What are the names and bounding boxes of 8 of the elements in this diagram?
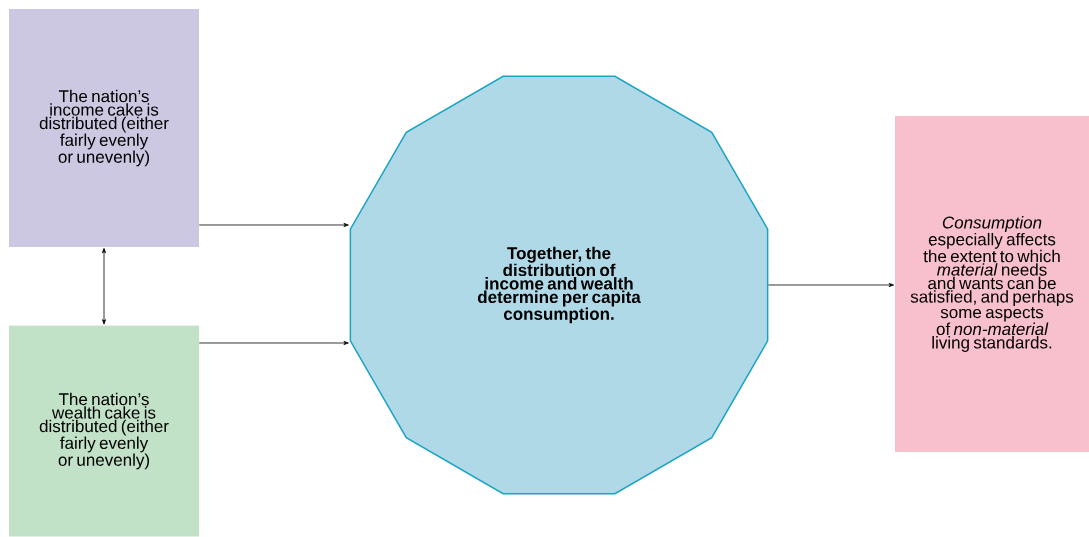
text-box: Consumption especially affects the extent to which material needs and wants can be satisfied, and perhaps some aspects of non-material living standards. [895,116,1089,452]
text-box: The nation’s wealth cake is distributed (either fairly evenly or unevenly) [9,325,199,537]
arrow [768,283,894,287]
arrow [198,341,349,345]
text-box: The nation’s income cake is distributed (either fairly evenly or unevenly) [9,9,199,247]
arrow [198,223,349,227]
arrow [102,248,107,325]
dodecagon: Together, the distribution of income and wealth determine per capita consumption. [349,75,769,495]
